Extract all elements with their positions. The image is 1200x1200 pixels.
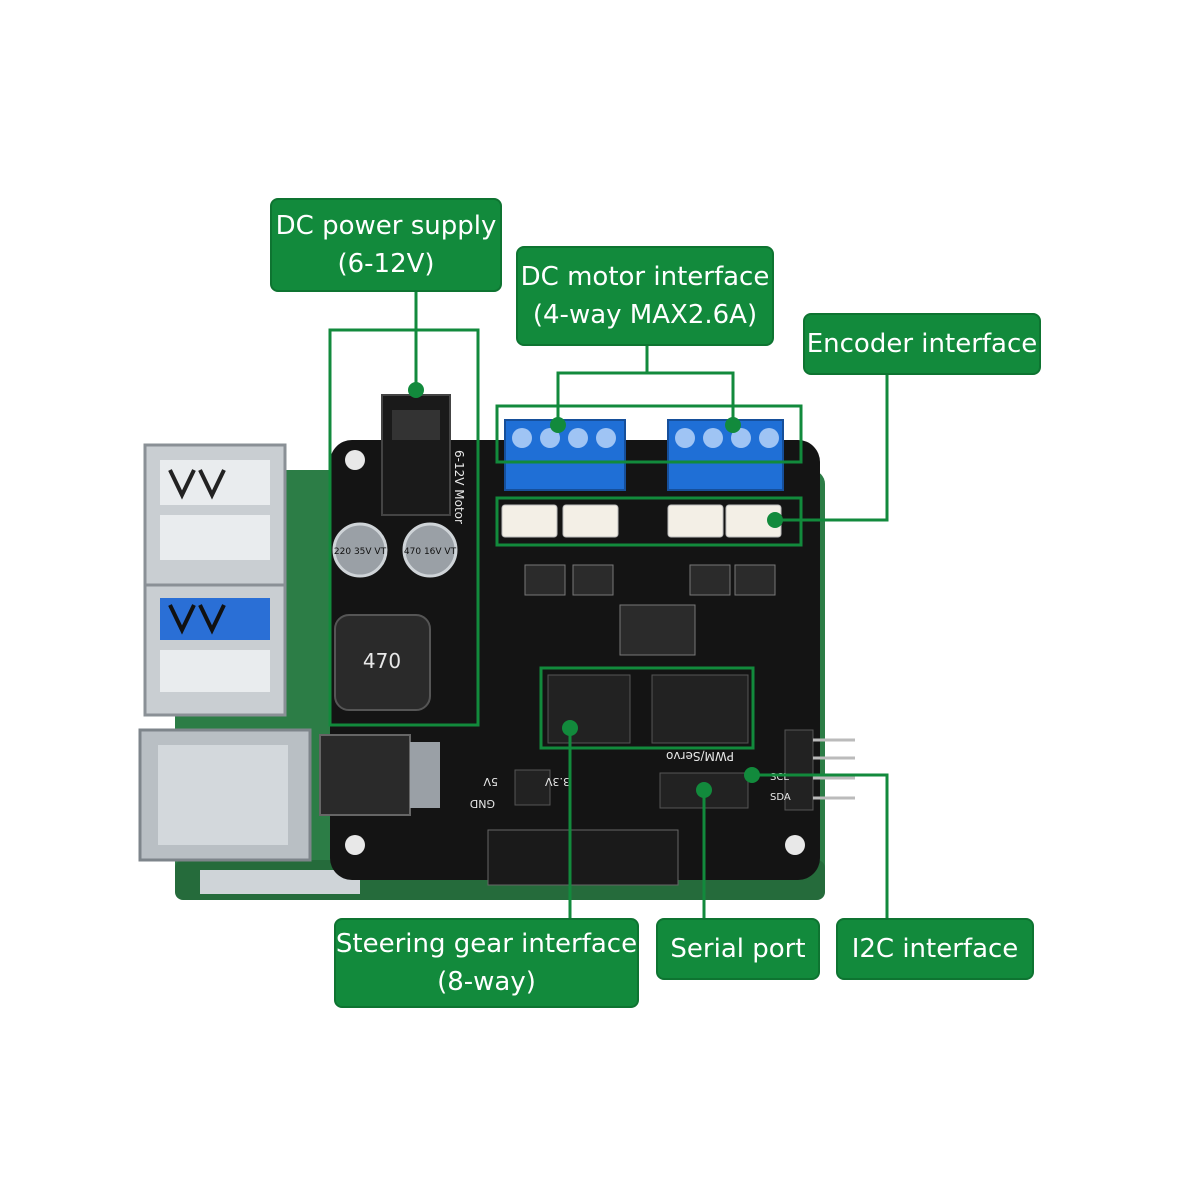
- callout-i2c-line1: I2C interface: [851, 934, 1019, 964]
- highlight-power: [328, 328, 480, 727]
- callout-encoder-line1: Encoder interface: [806, 329, 1038, 359]
- callout-steering-line1: Steering gear interface: [335, 929, 638, 959]
- silk-sda: SDA: [770, 792, 791, 803]
- dc-barrel-jack: [381, 394, 451, 516]
- silk-5v: 5V: [483, 775, 498, 788]
- callout-i2c: I2C interface: [836, 918, 1034, 980]
- highlight-boxes: [328, 328, 803, 750]
- callout-dc-motor-line2: (4-way MAX2.6A): [532, 300, 758, 330]
- callout-dc-motor-line1: DC motor interface: [520, 262, 770, 292]
- ethernet-port: [138, 728, 312, 862]
- connector-dots: [408, 382, 783, 798]
- power-inductor-label: 470: [363, 649, 401, 673]
- gpio-header: [487, 829, 679, 886]
- callout-steering-line2: (8-way): [437, 967, 536, 997]
- callout-encoder: Encoder interface: [803, 313, 1041, 375]
- callout-steering: Steering gear interface (8-way): [334, 918, 639, 1008]
- usb-port-bottom: [143, 583, 287, 717]
- callout-dc-power-line2: (6-12V): [337, 249, 435, 279]
- voltage-regulator: [319, 734, 440, 816]
- callout-dc-power-line1: DC power supply: [275, 211, 497, 241]
- highlight-motor: [495, 404, 803, 464]
- silk-3v3: 3.3V: [545, 775, 570, 788]
- motor-terminal-right: [667, 419, 784, 491]
- i2c-header: [784, 729, 855, 811]
- motor-terminal-left: [504, 419, 626, 491]
- driver-ics: [524, 564, 776, 656]
- callout-serial-line1: Serial port: [670, 934, 806, 964]
- highlight-servo: [539, 666, 755, 750]
- callout-dc-motor: DC motor interface (4-way MAX2.6A): [516, 246, 774, 346]
- servo-headers: [547, 674, 749, 744]
- power-silkscreen: 6-12V Motor: [452, 450, 466, 524]
- silk-scl: SCL: [770, 772, 789, 783]
- capacitor-470uf-label: 470 16V VT: [404, 547, 457, 557]
- capacitor-470uf: 470 16V VT: [402, 522, 458, 578]
- capacitor-220uf-label: 220 35V VT: [334, 547, 387, 557]
- power-pin-header: [514, 769, 551, 806]
- capacitor-220uf: 220 35V VT: [332, 522, 388, 578]
- silk-gnd: GND: [470, 797, 495, 810]
- pwm-servo-silkscreen: PWM/Servo: [666, 749, 734, 763]
- usb-port-top: [143, 443, 287, 587]
- connector-lines: [414, 292, 889, 918]
- power-inductor: 470: [334, 614, 431, 711]
- callout-serial: Serial port: [656, 918, 820, 980]
- callout-dc-power: DC power supply (6-12V): [270, 198, 502, 292]
